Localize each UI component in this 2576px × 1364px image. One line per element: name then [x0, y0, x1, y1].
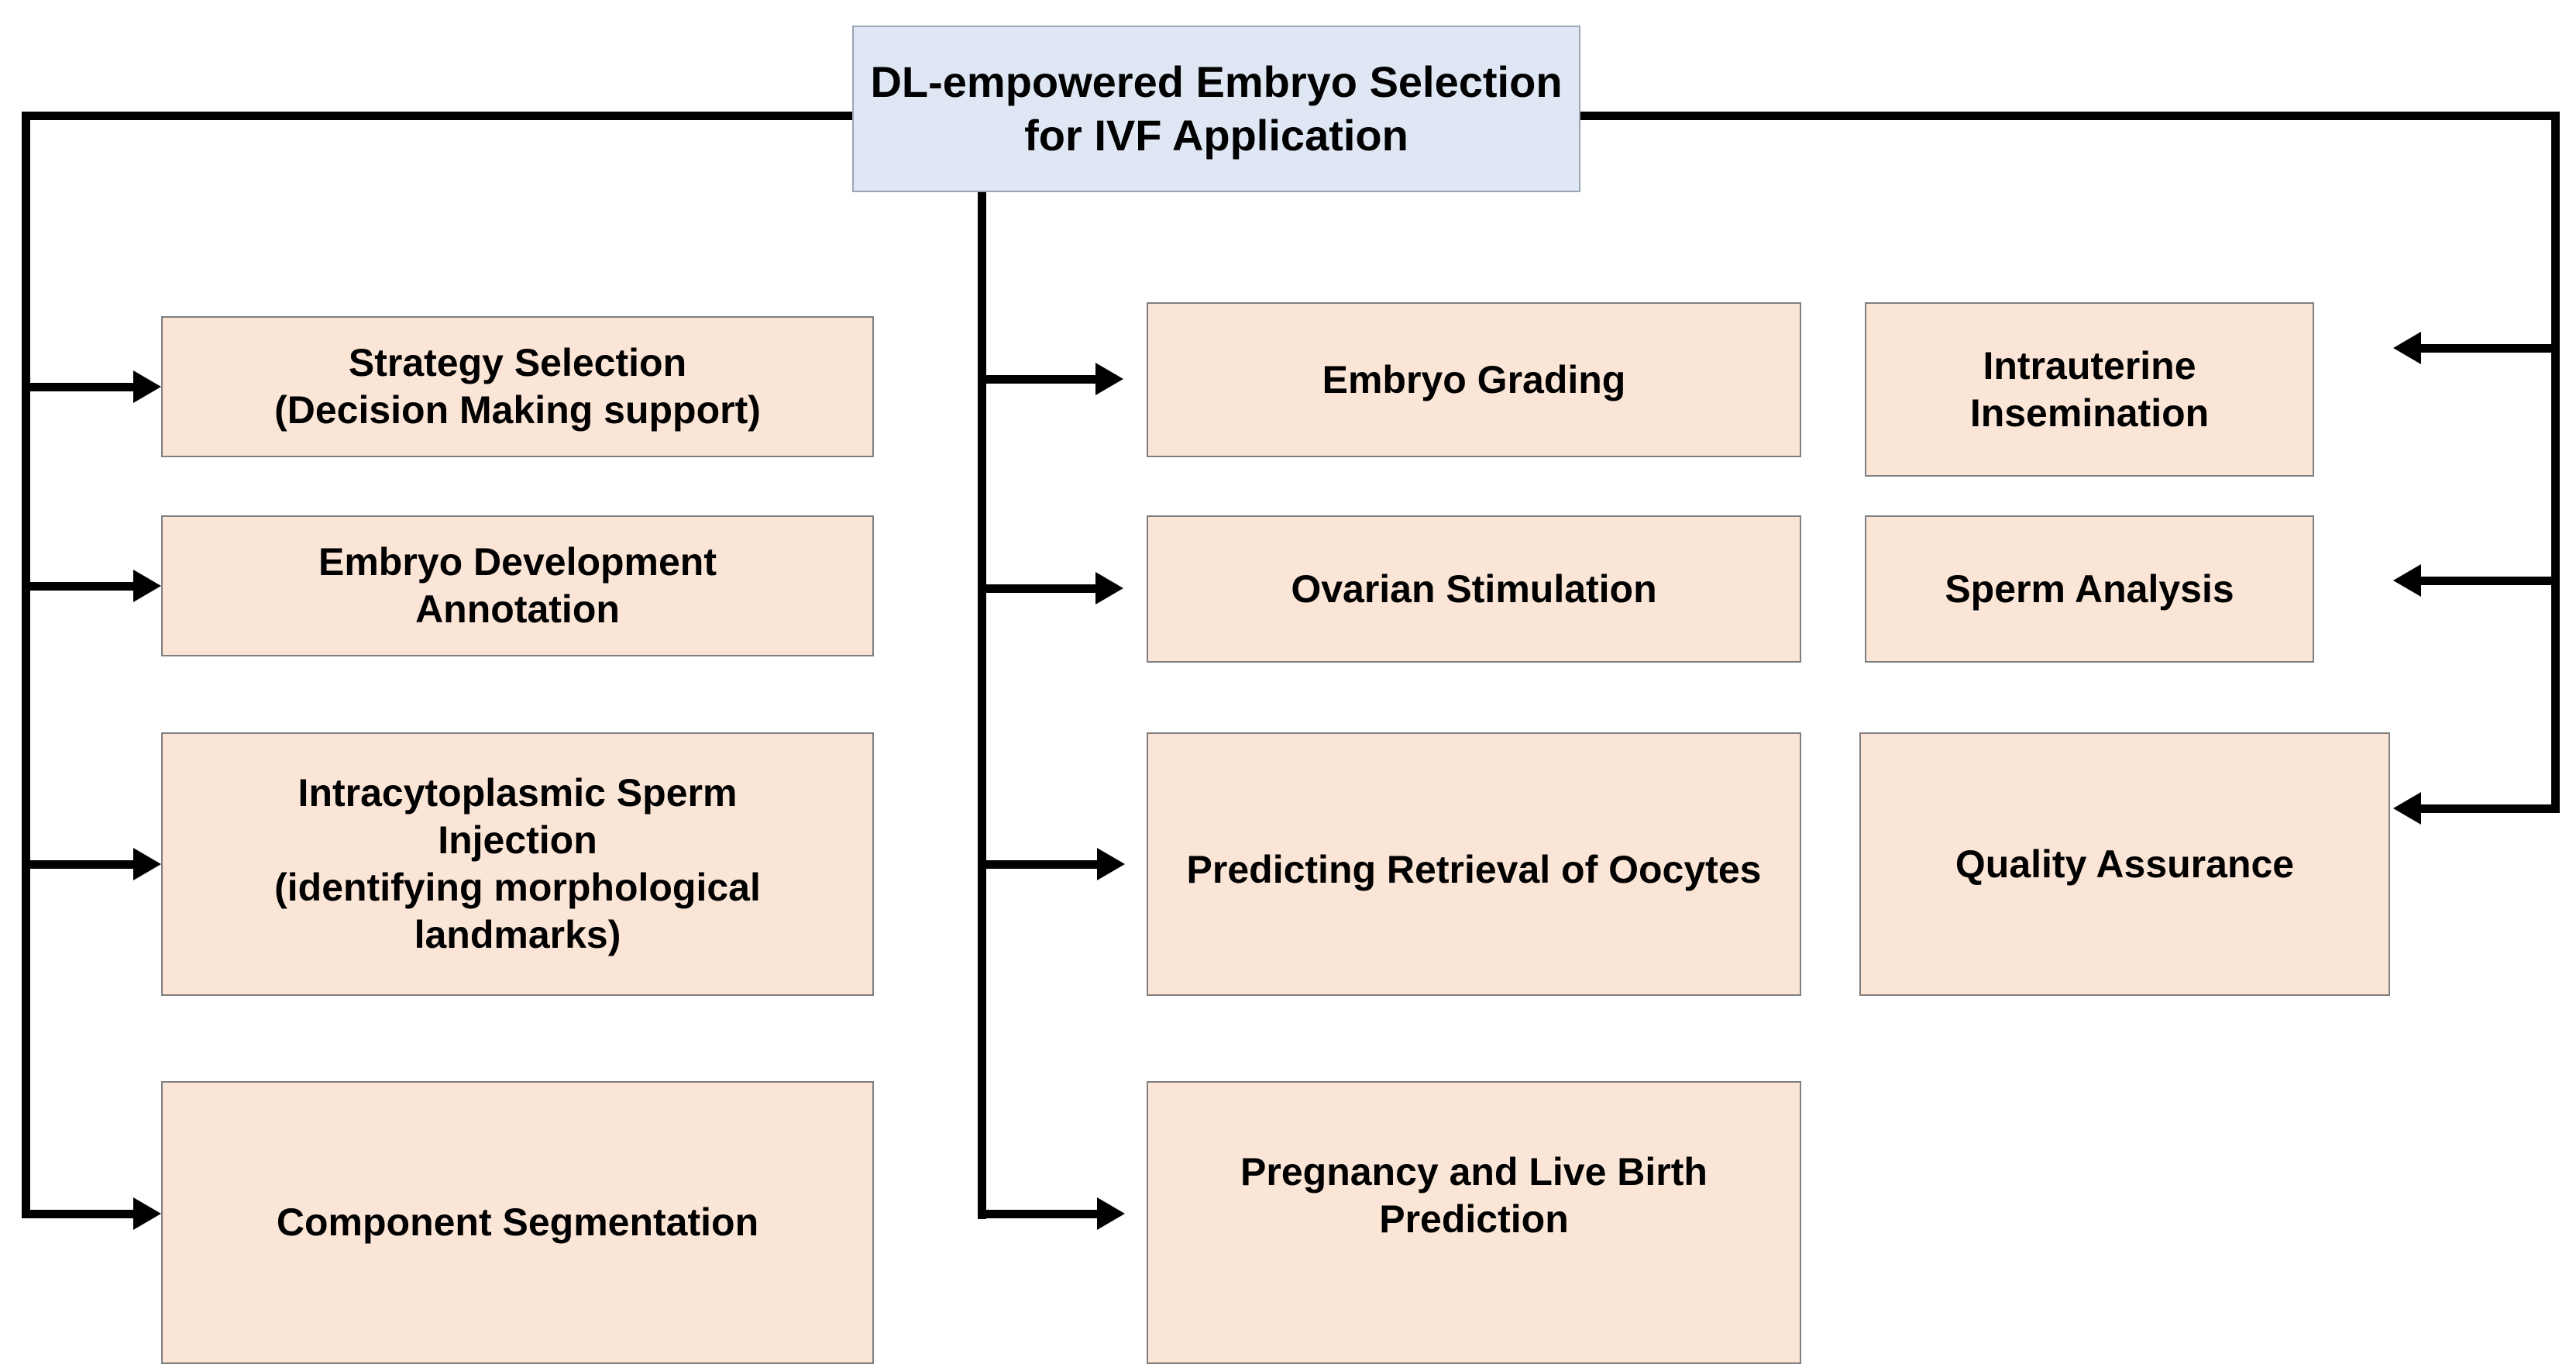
node-intrauterine-insemination[interactable]: Intrauterine Insemination — [1865, 302, 2314, 477]
arrowhead-right-3 — [2393, 792, 2421, 825]
node-embryo-development-annotation[interactable]: Embryo Development Annotation — [161, 515, 874, 656]
right-bus-line — [2551, 112, 2560, 813]
connector-center-4 — [978, 1210, 1099, 1218]
arrowhead-center-1 — [1095, 363, 1123, 395]
arrowhead-center-3 — [1097, 848, 1125, 880]
connector-right-1 — [2421, 344, 2560, 353]
node-ovarian-stimulation[interactable]: Ovarian Stimulation — [1147, 515, 1801, 663]
arrowhead-center-2 — [1095, 572, 1123, 604]
arrowhead-center-4 — [1097, 1197, 1125, 1230]
connector-left-2 — [26, 582, 136, 591]
arrowhead-left-3 — [133, 848, 161, 880]
node-component-segmentation[interactable]: Component Segmentation — [161, 1081, 874, 1364]
connector-right-3 — [2421, 804, 2560, 813]
node-intracytoplasmic-sperm-injection[interactable]: Intracytoplasmic Sperm Injection (identi… — [161, 732, 874, 996]
arrowhead-right-1 — [2393, 332, 2421, 364]
connector-center-3 — [982, 860, 1099, 869]
connector-right-2 — [2421, 577, 2560, 585]
node-quality-assurance[interactable]: Quality Assurance — [1859, 732, 2390, 996]
arrowhead-left-1 — [133, 370, 161, 403]
connector-left-4 — [22, 1210, 136, 1218]
node-strategy-selection[interactable]: Strategy Selection (Decision Making supp… — [161, 316, 874, 457]
arrowhead-left-4 — [133, 1197, 161, 1230]
node-sperm-analysis[interactable]: Sperm Analysis — [1865, 515, 2314, 663]
connector-left-3 — [22, 860, 136, 869]
connector-center-1 — [982, 375, 1098, 384]
connector-left-1 — [26, 383, 136, 391]
connector-center-2 — [982, 584, 1098, 593]
node-predicting-retrieval-of-oocytes[interactable]: Predicting Retrieval of Oocytes — [1147, 732, 1801, 996]
arrowhead-right-2 — [2393, 564, 2421, 597]
root-node-dl-empowered-embryo-selection[interactable]: DL-empowered Embryo Selection for IVF Ap… — [852, 26, 1580, 192]
node-pregnancy-and-live-birth-prediction[interactable]: Pregnancy and Live Birth Prediction — [1147, 1081, 1801, 1364]
node-embryo-grading[interactable]: Embryo Grading — [1147, 302, 1801, 457]
arrowhead-left-2 — [133, 570, 161, 602]
center-bus-line — [978, 192, 986, 1219]
left-bus-line — [22, 112, 30, 1218]
